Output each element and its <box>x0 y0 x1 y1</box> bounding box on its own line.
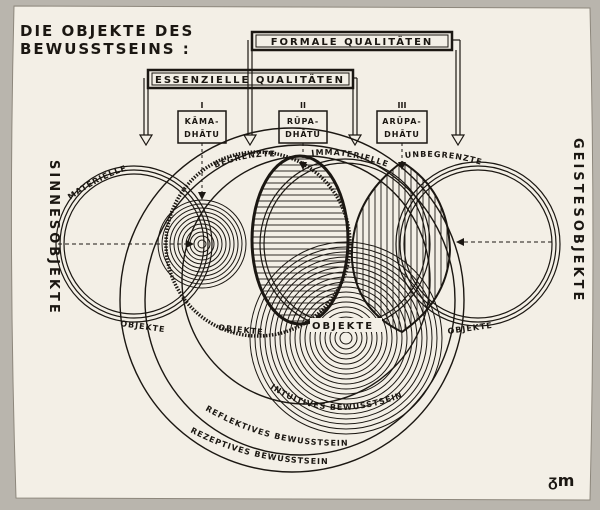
intuitive-ring <box>309 301 383 375</box>
intuitive-ring <box>249 241 443 435</box>
reflective-consciousness-circle <box>144 144 456 456</box>
kama-ring <box>161 203 243 285</box>
connector-arrowheads <box>138 134 466 147</box>
realm-numeral: I <box>201 101 204 110</box>
intuitive-concentric-rings <box>249 241 443 435</box>
artist-monogram: ᵹm <box>548 471 574 490</box>
realm-numeral: II <box>300 101 306 110</box>
intuitive-ring <box>284 276 408 400</box>
objekte-label-center: OBJEKTE <box>312 321 374 332</box>
side-arrows <box>58 238 552 248</box>
realm-kama-dhatu: I KĀMA- DHĀTU <box>177 101 227 200</box>
kama-ring <box>181 223 223 265</box>
objekte-label-backdrop <box>310 318 382 332</box>
intuitive-ring <box>299 291 393 385</box>
intuitive-ring <box>259 251 433 425</box>
connector-lines <box>143 39 461 135</box>
title-line-1: DIE OBJEKTE DES <box>20 22 194 40</box>
intuitive-ring <box>324 316 368 360</box>
essential-qualities-header: ESSENZIELLE QUALITÄTEN <box>146 68 355 90</box>
intuitive-ring <box>279 271 413 405</box>
intuitive-ring <box>304 296 388 380</box>
intuitive-ring <box>294 286 398 390</box>
title-line-2: BEWUSSTSEINS : <box>20 40 191 58</box>
side-label-sense-objects: SINNESOBJEKTE <box>46 160 61 316</box>
intuitive-ring <box>264 256 428 420</box>
intuitive-ring <box>254 246 438 430</box>
unbounded-objects-circle <box>395 161 561 327</box>
intuitive-ring <box>269 261 423 415</box>
intuitive-ring <box>289 281 403 395</box>
intuitive-ring <box>319 311 373 365</box>
essential-qualities-label: ESSENZIELLE QUALITÄTEN <box>155 72 345 86</box>
material-objects-circle <box>55 165 213 323</box>
intuitive-ring <box>274 266 418 410</box>
realm-line-2: DHĀTU <box>384 129 420 139</box>
side-label-mental-objects: GEISTESOBJEKTE <box>570 138 585 303</box>
realm-line-2: DHĀTU <box>285 129 321 139</box>
realm-line-2: DHĀTU <box>184 129 220 139</box>
receptive-consciousness-circle <box>119 127 465 473</box>
formal-qualities-header: FORMALE QUALITÄTEN <box>250 30 454 52</box>
realm-line-1: ARŪPA- <box>382 116 422 126</box>
realm-arupa-dhatu: III ARŪPA- DHĀTU <box>376 101 428 170</box>
formal-qualities-label: FORMALE QUALITÄTEN <box>271 34 434 48</box>
realm-numeral: III <box>398 101 407 110</box>
realm-line-1: RŪPA- <box>287 116 319 126</box>
kama-ring <box>197 239 207 249</box>
realm-line-1: KĀMA- <box>185 116 220 126</box>
intuitive-ring <box>314 306 378 370</box>
